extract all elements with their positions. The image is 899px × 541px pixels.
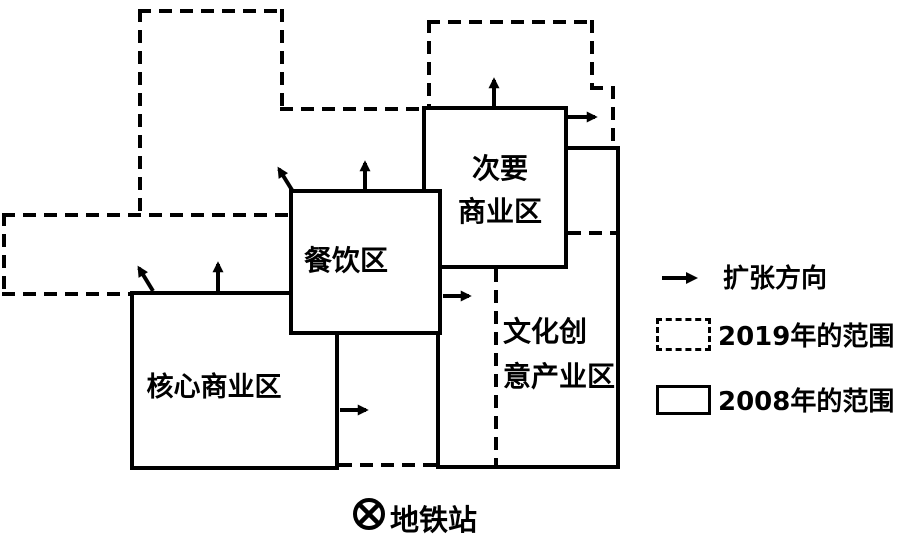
legend-row-2019: 2019年的范围 [656,316,894,353]
region-dining [289,189,442,335]
arrow-right-icon [662,271,698,284]
dashed-2019-segment [280,9,284,112]
dashed-2019-segment [427,20,431,108]
region-dining-label: 餐饮区 [303,244,389,277]
region-cultural-creative-label: 文化创 意产业区 [503,309,615,399]
region-cultural-creative-label-line2: 意产业区 [503,360,616,393]
dashed-2019-segment [568,231,617,235]
legend-expansion-label: 扩张方向 [723,264,828,294]
legend-row-2008: 2008年的范围 [656,381,894,418]
dashed-2019-segment [494,269,498,467]
region-secondary-business-label-line1: 次要 [471,152,529,185]
dashed-2019-segment [138,9,285,13]
dashed-2019-segment [2,213,6,296]
dashed-rect-icon [656,318,711,351]
legend-2019-label: 2019年的范围 [718,322,895,352]
dashed-2019-segment [339,463,436,467]
solid-rect-icon [656,384,711,415]
expansion-arrow [137,265,155,293]
dashed-2019-segment [611,86,615,148]
dashed-2019-segment [2,213,290,217]
region-cultural-creative-label-line1: 文化创 [503,315,588,348]
region-secondary-business-label: 次要 商业区 [458,147,542,233]
dashed-2019-segment [590,20,594,90]
expansion-arrow [277,166,294,192]
dashed-2019-segment [138,9,142,217]
metro-station: 地铁站 [354,497,477,539]
dashed-2019-segment [2,292,132,296]
dashed-2019-segment [590,86,615,90]
region-secondary-business [422,106,568,269]
dashed-2019-segment [427,20,594,24]
dashed-2019-segment [280,107,424,111]
region-secondary-business-label-line2: 商业区 [457,195,543,228]
metro-station-label: 地铁站 [390,503,478,537]
legend-row-expansion: 扩张方向 [656,258,827,295]
region-core-business-label: 核心商业区 [146,372,282,403]
legend-2008-label: 2008年的范围 [718,387,895,417]
